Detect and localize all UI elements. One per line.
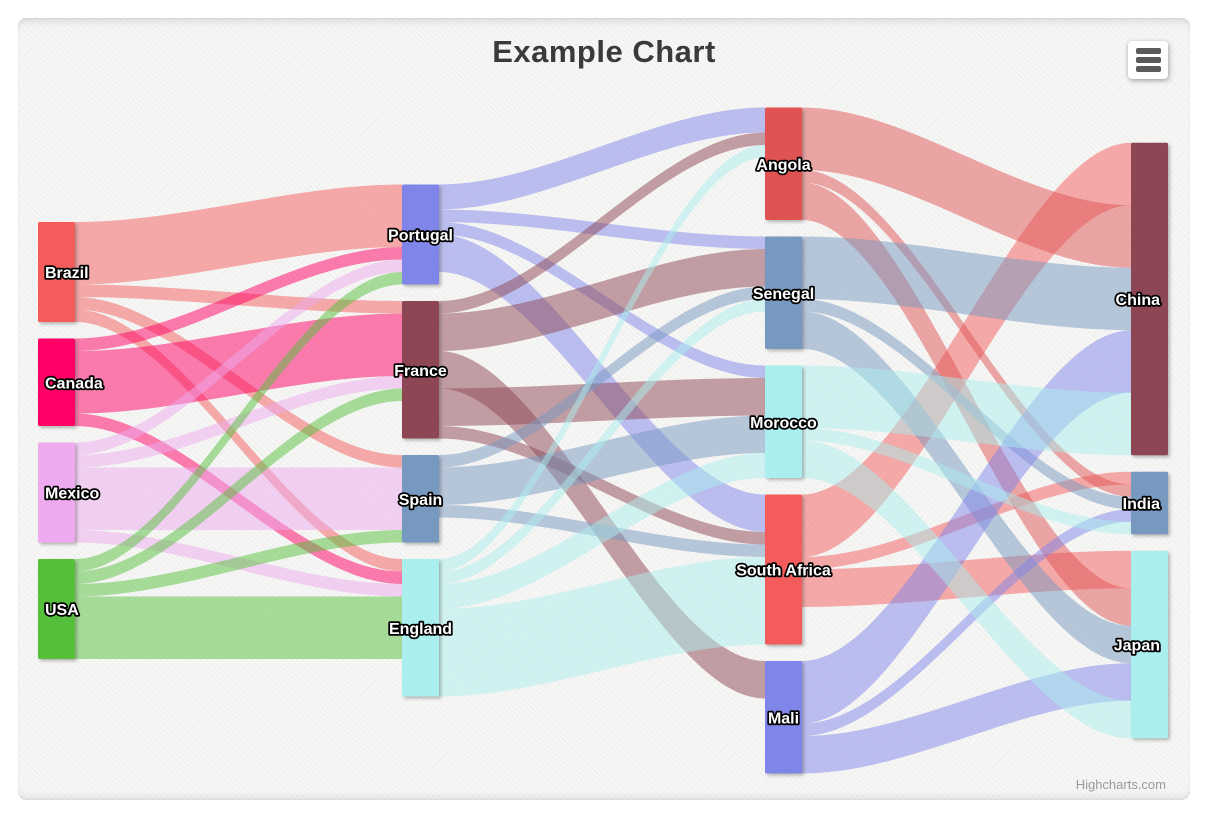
sankey-link-spain-senegal[interactable] xyxy=(439,286,765,468)
sankey-node-mexico[interactable] xyxy=(38,442,75,543)
sankey-link-usa-france[interactable] xyxy=(75,388,402,585)
highcharts-credit[interactable]: Highcharts.com xyxy=(1075,777,1166,792)
node-label-japan: Japan xyxy=(1114,638,1160,655)
node-label-usa: USA xyxy=(45,602,79,619)
sankey-node-portugal[interactable] xyxy=(402,184,439,285)
sankey-node-south-africa[interactable] xyxy=(765,494,802,645)
sankey-node-usa[interactable] xyxy=(38,559,75,659)
node-label-mexico: Mexico xyxy=(45,486,99,503)
sankey-node-mali[interactable] xyxy=(765,661,802,774)
sankey-link-england-senegal[interactable] xyxy=(439,299,765,584)
sankey-link-morocco-japan[interactable] xyxy=(802,440,1131,739)
sankey-link-brazil-england[interactable] xyxy=(75,309,402,572)
sankey-node-japan[interactable] xyxy=(1131,550,1168,739)
node-label-angola: Angola xyxy=(756,157,810,174)
sankey-nodes xyxy=(38,107,1168,774)
sankey-link-angola-china[interactable] xyxy=(802,107,1131,268)
sankey-link-england-south-africa[interactable] xyxy=(439,557,765,697)
sankey-link-portugal-angola[interactable] xyxy=(439,107,765,210)
node-label-mali: Mali xyxy=(768,710,799,727)
node-label-england: England xyxy=(389,621,452,638)
sankey-link-mexico-spain[interactable] xyxy=(75,467,402,531)
context-menu-button[interactable] xyxy=(1128,41,1168,79)
node-label-brazil: Brazil xyxy=(45,265,89,282)
sankey-node-angola[interactable] xyxy=(765,107,802,221)
sankey-link-france-angola[interactable] xyxy=(439,132,765,314)
sankey-node-china[interactable] xyxy=(1131,142,1168,456)
sankey-node-canada[interactable] xyxy=(38,338,75,427)
node-label-china: China xyxy=(1116,292,1161,309)
sankey-link-france-south-africa[interactable] xyxy=(439,426,765,545)
node-label-france: France xyxy=(394,363,447,380)
sankey-link-senegal-china[interactable] xyxy=(802,236,1131,331)
sankey-link-morocco-china[interactable] xyxy=(802,365,1131,456)
sankey-links xyxy=(75,107,1131,774)
sankey-link-brazil-portugal[interactable] xyxy=(75,184,402,285)
node-label-morocco: Morocco xyxy=(750,415,817,432)
sankey-link-morocco-india[interactable] xyxy=(802,428,1131,535)
sankey-link-canada-portugal[interactable] xyxy=(75,247,402,351)
sankey-node-england[interactable] xyxy=(402,559,439,697)
sankey-link-usa-spain[interactable] xyxy=(75,530,402,597)
sankey-node-senegal[interactable] xyxy=(765,236,802,350)
chart-title: Example Chart xyxy=(492,34,716,69)
sankey-link-france-morocco[interactable] xyxy=(439,378,765,426)
node-label-portugal: Portugal xyxy=(388,228,453,245)
node-label-senegal: Senegal xyxy=(753,286,814,303)
node-label-south-africa: South Africa xyxy=(736,563,831,580)
sankey-link-france-senegal[interactable] xyxy=(439,249,765,351)
sankey-node-spain[interactable] xyxy=(402,455,439,543)
hamburger-icon xyxy=(1135,48,1161,72)
sankey-node-india[interactable] xyxy=(1131,471,1168,535)
sankey-link-angola-india[interactable] xyxy=(802,170,1131,497)
sankey-link-mexico-portugal[interactable] xyxy=(75,259,402,456)
sankey-link-usa-portugal[interactable] xyxy=(75,272,402,572)
sankey-node-france[interactable] xyxy=(402,301,439,439)
sankey-node-morocco[interactable] xyxy=(765,365,802,479)
sankey-node-brazil[interactable] xyxy=(38,222,75,322)
node-label-spain: Spain xyxy=(399,492,443,509)
sankey-link-england-angola[interactable] xyxy=(439,145,765,572)
sankey-link-spain-morocco[interactable] xyxy=(439,415,765,506)
node-label-canada: Canada xyxy=(45,375,103,392)
sankey-link-mali-india[interactable] xyxy=(802,509,1131,736)
sankey-link-usa-england[interactable] xyxy=(75,596,402,660)
node-label-india: India xyxy=(1123,496,1160,513)
sankey-link-england-morocco[interactable] xyxy=(439,453,765,609)
